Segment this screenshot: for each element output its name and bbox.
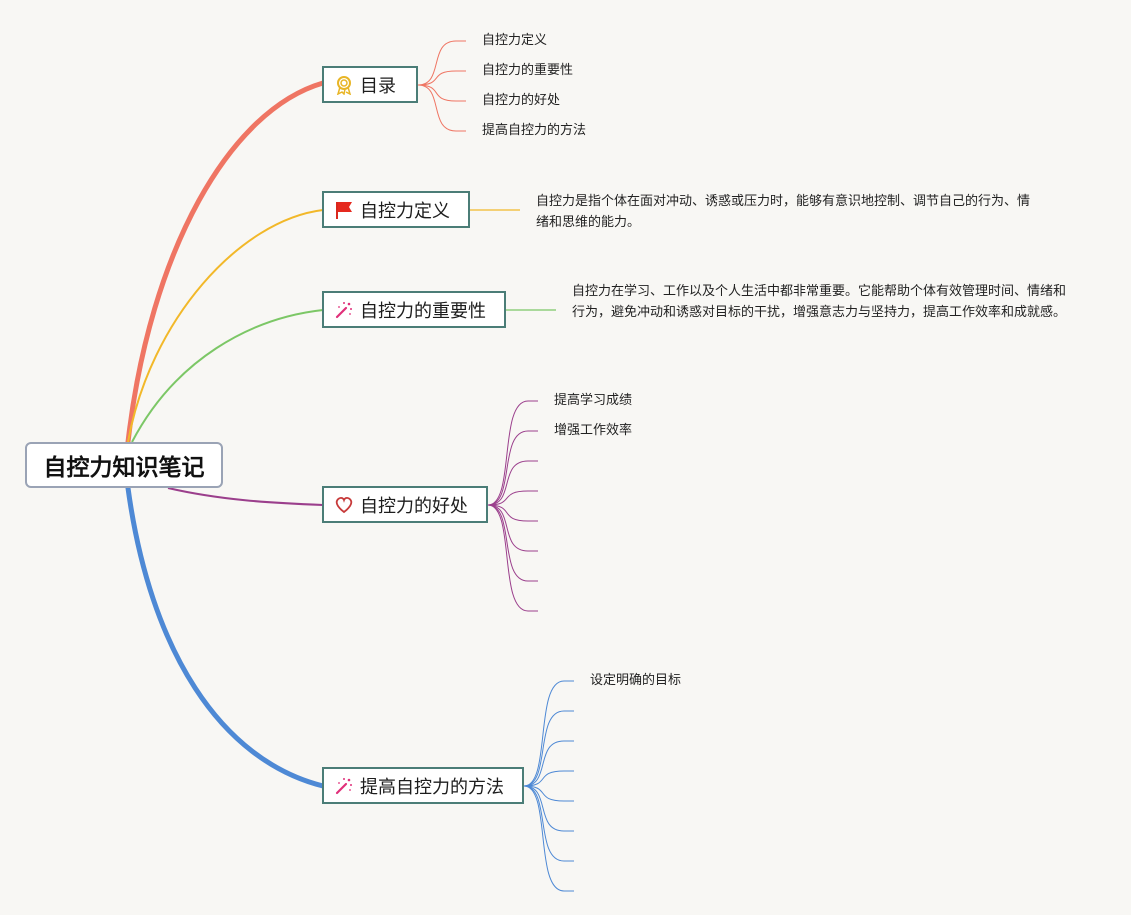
root-topic[interactable]: 自控力知识笔记 <box>25 442 223 488</box>
topic-benefits-label: 自控力的好处 <box>360 495 468 517</box>
connector-importance <box>131 309 324 443</box>
benefit-leaf-connector <box>487 504 538 522</box>
topic-importance[interactable]: 自控力的重要性 <box>322 291 506 328</box>
toc-leaf-connector <box>417 70 466 86</box>
method-leaf-connector <box>523 785 574 862</box>
benefit-leaf-connector <box>487 430 538 506</box>
benefit-item[interactable]: 提高学习成绩 <box>554 393 633 408</box>
method-leaf-connector <box>523 785 574 832</box>
topic-methods-label: 提高自控力的方法 <box>360 776 504 798</box>
benefit-leaf-connectors <box>487 400 538 612</box>
topic-importance-label: 自控力的重要性 <box>360 300 486 322</box>
method-leaf-connectors <box>523 680 574 892</box>
toc-item[interactable]: 自控力的重要性 <box>482 63 574 78</box>
topic-benefits[interactable]: 自控力的好处 <box>322 486 488 523</box>
definition-note[interactable]: 自控力是指个体在面对冲动、诱惑或压力时，能够有意识地控制、调节自己的行为、情绪和… <box>536 194 1031 230</box>
magic-wand-icon <box>334 300 354 320</box>
heart-outline-icon <box>334 495 354 515</box>
method-leaf-connector <box>523 710 574 787</box>
method-leaf-connector <box>523 740 574 787</box>
method-leaf-connector <box>523 680 574 787</box>
topic-definition-label: 自控力定义 <box>360 200 450 222</box>
importance-note[interactable]: 自控力在学习、工作以及个人生活中都非常重要。它能帮助个体有效管理时间、情绪和行为… <box>572 284 1067 320</box>
topic-definition[interactable]: 自控力定义 <box>322 191 470 228</box>
connector-methods <box>125 485 326 789</box>
method-leaf-connector <box>523 785 574 802</box>
root-topic-label: 自控力知识笔记 <box>43 455 205 481</box>
toc-item[interactable]: 自控力的好处 <box>482 93 561 108</box>
topic-toc[interactable]: 目录 <box>322 66 418 103</box>
method-leaf-connector <box>523 770 574 787</box>
benefit-leaf-connector <box>487 400 538 506</box>
connector-benefits <box>167 487 324 506</box>
toc-leaf-connector <box>417 40 466 86</box>
topic-toc-label: 目录 <box>360 75 396 97</box>
method-leaf-connector <box>523 785 574 892</box>
method-item[interactable]: 设定明确的目标 <box>590 673 682 688</box>
benefit-leaf-connector <box>487 504 538 612</box>
toc-item[interactable]: 自控力定义 <box>482 33 548 48</box>
benefit-leaf-connector <box>487 460 538 506</box>
benefit-item[interactable]: 增强工作效率 <box>554 423 633 438</box>
connector-definition <box>127 209 324 443</box>
toc-leaf-connector <box>417 84 466 102</box>
connector-toc <box>125 80 326 445</box>
toc-leaf-connectors <box>417 40 466 132</box>
topic-methods[interactable]: 提高自控力的方法 <box>322 767 524 804</box>
toc-leaf-connector <box>417 84 466 132</box>
benefit-leaf-connector <box>487 504 538 582</box>
red-flag-icon <box>334 200 354 220</box>
award-ribbon-icon <box>334 75 354 95</box>
toc-item[interactable]: 提高自控力的方法 <box>482 123 587 138</box>
benefit-leaf-connector <box>487 504 538 552</box>
magic-wand-icon <box>334 776 354 796</box>
benefit-leaf-connector <box>487 490 538 506</box>
